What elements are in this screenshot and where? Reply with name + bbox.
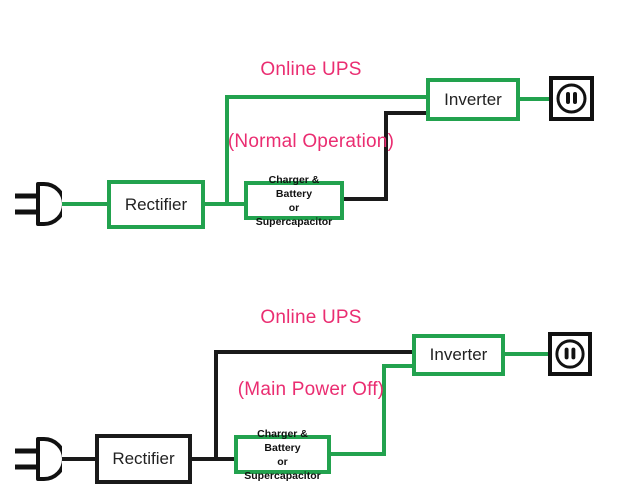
inverter-box-bottom[interactable]: Inverter — [412, 334, 505, 376]
ac-outlet-icon-bottom — [548, 332, 592, 376]
charger-battery-label: Charger & Battery or Supercapacitor — [255, 173, 333, 228]
rectifier-label: Rectifier — [124, 194, 188, 214]
inverter-box-top[interactable]: Inverter — [426, 78, 520, 121]
mains-plug-icon-bottom — [14, 436, 62, 482]
wire-charger-to-inverter-top — [342, 111, 428, 201]
charger-battery-label: Charger & Battery or Supercapacitor — [244, 427, 321, 482]
inverter-label: Inverter — [429, 345, 488, 364]
charger-battery-box-top[interactable]: Charger & Battery or Supercapacitor — [244, 174, 344, 228]
wire-rectifier-to-inverter-top — [225, 95, 428, 206]
wire-charger-to-inverter-bottom — [329, 364, 414, 456]
rectifier-box-top[interactable]: Rectifier — [107, 180, 205, 229]
rectifier-label: Rectifier — [112, 449, 175, 468]
mains-plug-icon-top — [14, 181, 62, 227]
wire-rectifier-to-inverter-bottom — [214, 350, 414, 461]
charger-battery-box-bottom[interactable]: Charger & Battery or Supercapacitor — [234, 428, 331, 482]
ac-outlet-icon-top — [549, 76, 594, 121]
inverter-label: Inverter — [444, 89, 502, 109]
rectifier-box-bottom[interactable]: Rectifier — [95, 434, 192, 484]
